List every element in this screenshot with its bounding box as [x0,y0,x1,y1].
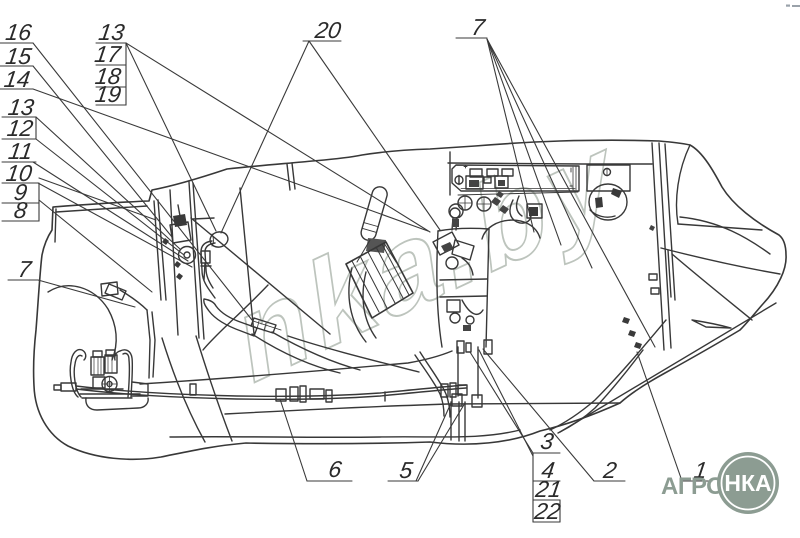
svg-text:19: 19 [94,81,123,107]
svg-text:7: 7 [16,256,34,282]
svg-text:20: 20 [313,17,343,43]
svg-text:13: 13 [97,19,126,45]
svg-text:21: 21 [533,476,563,502]
svg-text:7: 7 [470,14,488,40]
svg-text:13: 13 [7,94,36,120]
svg-text:17: 17 [93,41,123,67]
svg-text:8: 8 [12,197,29,223]
svg-text:11: 11 [7,138,35,164]
svg-text:НКА: НКА [724,470,771,496]
svg-text:16: 16 [4,19,33,45]
svg-text:АГРО: АГРО [661,473,724,500]
svg-text:10: 10 [5,160,34,186]
svg-text:18: 18 [94,63,123,89]
svg-text:4: 4 [540,457,556,483]
svg-text:15: 15 [4,43,33,69]
svg-text:14: 14 [3,66,32,92]
svg-text:5: 5 [398,457,415,483]
svg-text:2: 2 [601,457,619,483]
svg-text:6: 6 [327,456,344,482]
svg-text:9: 9 [12,179,29,205]
svg-text:3: 3 [539,428,556,454]
svg-text:22: 22 [532,498,562,524]
svg-text:12: 12 [6,115,35,141]
svg-text:1: 1 [692,457,708,483]
